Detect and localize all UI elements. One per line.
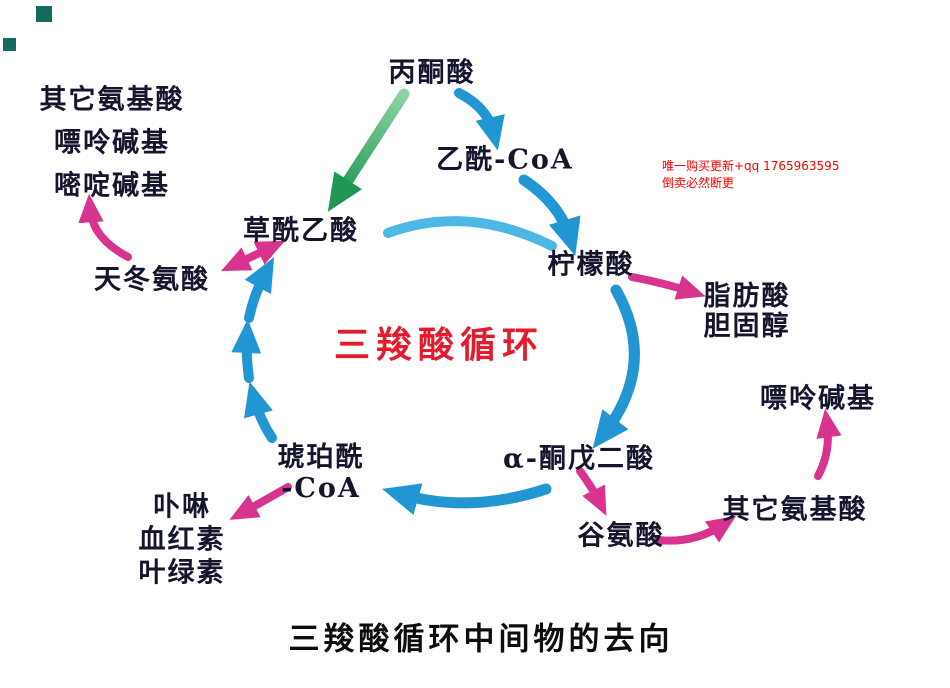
product-pyrimidine-bases: 嘧啶碱基	[54, 170, 170, 202]
watermark: 唯一购买更新+qq 1765963595 倒卖必然断更	[662, 158, 839, 192]
product-chlorophyll: 叶绿素	[138, 557, 226, 589]
product-group-citrate-branch: 脂肪酸 胆固醇	[704, 282, 791, 342]
arrow-cycle-left-2	[231, 319, 262, 383]
watermark-line2: 倒卖必然断更	[662, 176, 735, 190]
arrow-cycle-top	[383, 216, 557, 251]
product-heme: 血红素	[138, 524, 226, 556]
node-citrate: 柠檬酸	[547, 249, 635, 281]
arrow-oxaloacetate-aspartate	[220, 240, 286, 272]
product-fatty-acids: 脂肪酸	[703, 281, 791, 312]
corner-square-icon	[36, 6, 52, 22]
arrow-pyruvate-acetylcoa	[454, 88, 505, 151]
arrow-akg-glutamate	[576, 467, 607, 516]
arrow-glutamate-aminoacids	[654, 516, 736, 545]
arrow-aspartate-products	[78, 193, 132, 261]
watermark-line1: 唯一购买更新+qq 1765963595	[662, 159, 840, 173]
node-glutamate: 谷氨酸	[577, 520, 665, 552]
product-purine-bases-right: 嘌呤碱基	[760, 383, 876, 415]
product-group-succinyl-branch: 卟啉 血红素 叶绿素	[139, 491, 226, 590]
node-pyruvate: 丙酮酸	[388, 57, 476, 89]
product-group-upper-left: 其它氨基酸 嘌呤碱基 嘧啶碱基	[40, 79, 185, 208]
arrow-aminoacids-purine	[814, 408, 842, 480]
arrow-acetylcoa-citrate	[518, 174, 581, 256]
arrow-cycle-right	[592, 284, 640, 449]
node-alpha-ketoglutarate: α-酮戊二酸	[503, 443, 655, 475]
node-oxaloacetate: 草酰乙酸	[243, 215, 359, 247]
arrow-citrate-fattyacids	[628, 273, 706, 300]
product-porphyrin: 卟啉	[153, 491, 211, 523]
corner-square-icon	[3, 38, 16, 51]
node-acetyl-coa: 乙酰-CoA	[436, 144, 574, 176]
node-succinyl-coa: 琥珀酰 -CoA	[278, 442, 365, 504]
arrow-cycle-left-3	[244, 257, 275, 323]
node-succinyl-coa-line2: -CoA	[281, 473, 361, 504]
node-aspartate: 天冬氨酸	[94, 264, 210, 296]
product-other-amino-acids-right: 其它氨基酸	[722, 494, 868, 526]
arrow-succinylcoa-porphyrin	[229, 483, 292, 520]
node-succinyl-coa-line1: 琥珀酰	[277, 442, 365, 473]
arrow-cycle-bottom	[382, 483, 552, 515]
diagram-caption: 三羧酸循环中间物的去向	[288, 621, 674, 658]
arrow-pyruvate-oxaloacetate	[327, 88, 410, 212]
cycle-title: 三羧酸循环	[333, 324, 545, 366]
product-purine-bases-left: 嘌呤碱基	[54, 127, 170, 159]
arrow-cycle-left-1	[244, 381, 277, 443]
product-other-amino-acids-left: 其它氨基酸	[39, 84, 185, 116]
product-cholesterol: 胆固醇	[703, 311, 791, 342]
